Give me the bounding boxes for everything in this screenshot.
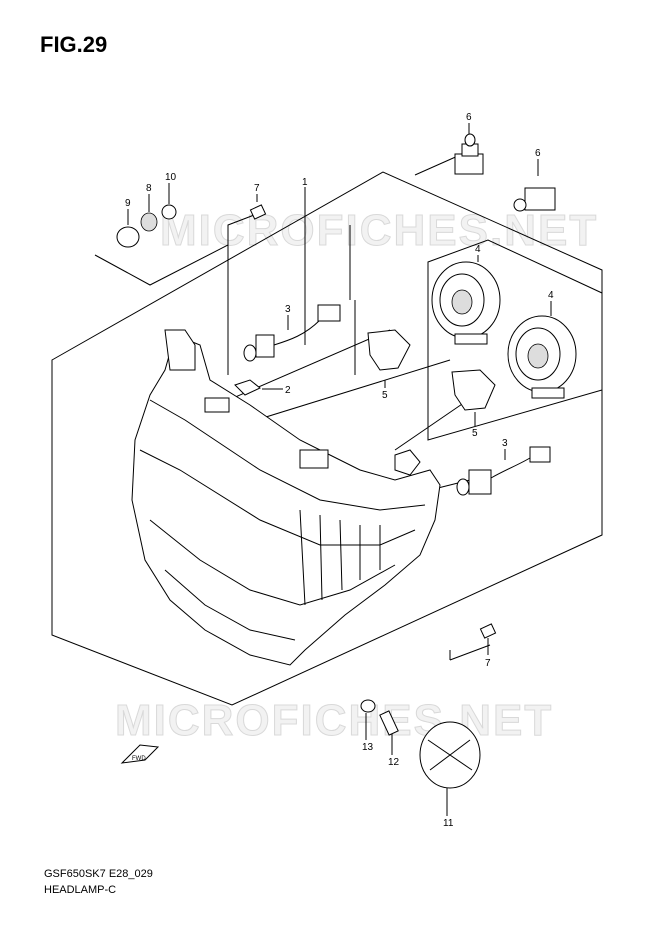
callout-8: 8 (146, 183, 152, 194)
callout-9: 9 (125, 198, 131, 209)
callout-6-lower: 6 (535, 148, 541, 159)
part-10-nut (161, 204, 177, 220)
forward-arrow-icon: FWD (120, 744, 160, 764)
callout-7-upper: 7 (254, 183, 260, 194)
part-4-reflector-lower (507, 315, 577, 399)
part-3-socket-upper (243, 304, 341, 362)
part-6-bulb-upper (454, 133, 484, 175)
part-3-socket-lower (456, 446, 551, 496)
headlamp-housing (131, 329, 441, 666)
callout-4-lower: 4 (548, 290, 554, 301)
figure-name: HEADLAMP-C (44, 884, 117, 896)
part-12-collar (379, 710, 399, 736)
part-2-clip (234, 379, 261, 396)
callout-5-upper: 5 (382, 390, 388, 401)
bulb-subframe (427, 239, 603, 441)
part-5-holder-upper (367, 329, 411, 371)
callout-10: 10 (165, 172, 177, 183)
watermark-top: MICROFICHES.NET (160, 206, 598, 255)
part-7-bulb-lower (479, 623, 497, 639)
part-13-washer (360, 699, 376, 713)
callout-5-lower: 5 (472, 428, 478, 439)
figure-code: GSF650SK7 E28_029 (44, 868, 153, 880)
callout-3-lower: 3 (502, 438, 508, 449)
part-5-holder-lower (451, 369, 496, 411)
callouts: 1 2 3 3 4 4 5 5 6 6 7 7 8 9 10 11 12 13 (125, 112, 554, 829)
watermark-bottom: MICROFICHES.NET (115, 696, 553, 745)
part-6-bulb-lower (513, 187, 556, 212)
part-9-grommet (116, 226, 140, 248)
callout-1: 1 (302, 177, 308, 188)
callout-11: 11 (443, 818, 454, 829)
callout-13: 13 (362, 742, 374, 753)
callout-2: 2 (285, 385, 291, 396)
part-11-cap (419, 721, 481, 789)
callout-3-upper: 3 (285, 304, 291, 315)
part-7-bulb-upper (249, 204, 267, 220)
figure-title: FIG.29 (40, 32, 108, 57)
part-4-reflector-upper (431, 261, 501, 345)
callout-12: 12 (388, 757, 400, 768)
forward-arrow-label: FWD (132, 756, 146, 762)
callout-6-upper: 6 (466, 112, 472, 123)
callout-7-lower: 7 (485, 658, 491, 669)
part-8-washer (140, 212, 158, 232)
callout-4-upper: 4 (475, 244, 481, 255)
assembly-frame (51, 171, 603, 706)
